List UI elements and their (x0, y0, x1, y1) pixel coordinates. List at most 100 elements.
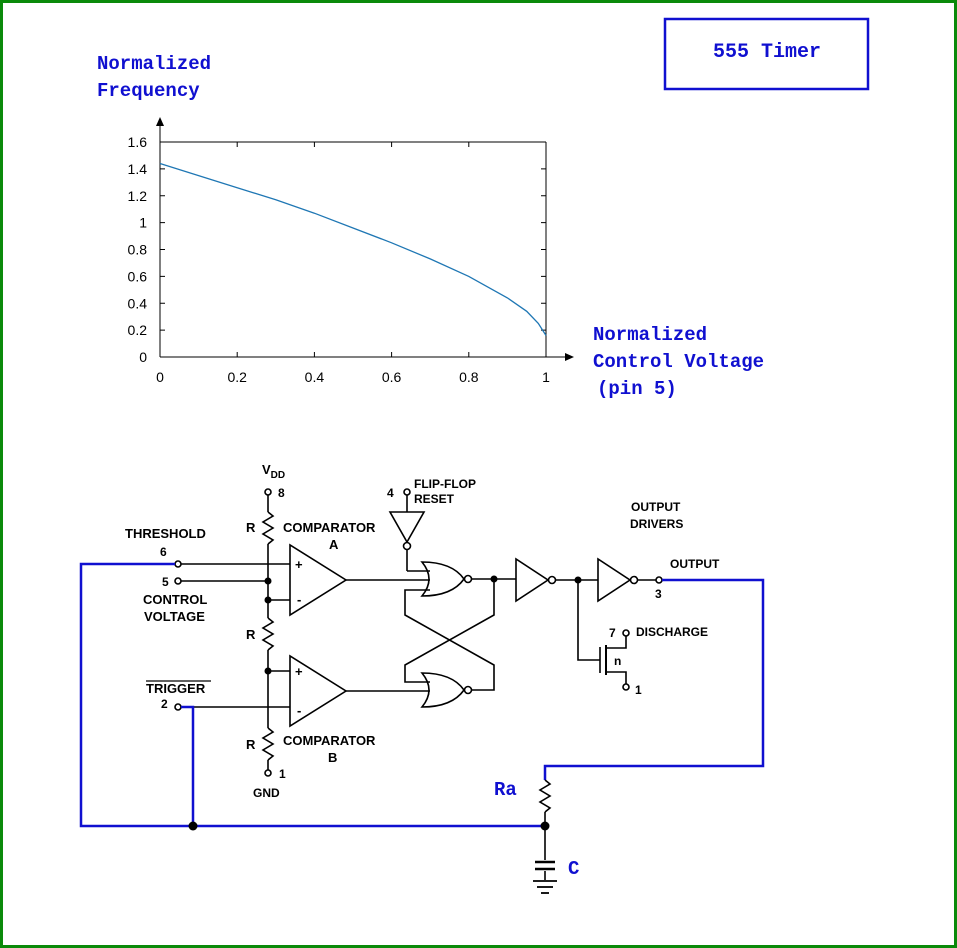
control-label-line-2: VOLTAGE (144, 609, 205, 624)
external-rc-network: Ra C (79, 562, 765, 894)
nor-gate-top-bubble (463, 574, 473, 584)
c-label: C (568, 858, 579, 880)
pin-1-gnd-terminal (264, 769, 272, 777)
pin-2-number: 2 (161, 697, 168, 711)
pin-6-terminal (174, 560, 182, 568)
comp-a-plus: + (295, 557, 303, 572)
resistor-r-bottom-label: R (246, 737, 256, 752)
comp-b-plus: + (295, 664, 303, 679)
x-axis-label-line-3: (pin 5) (597, 378, 677, 400)
y-tick-label: 1.4 (128, 161, 148, 177)
pin-7-terminal (622, 629, 630, 637)
pin-6-number: 6 (160, 545, 167, 559)
flipflop-label-line-2: RESET (414, 492, 455, 506)
resistor-r-mid (261, 617, 275, 651)
inverter-ff (515, 557, 550, 603)
title-box (663, 17, 870, 91)
ff-cross-wire-1 (404, 579, 495, 683)
gnd-label: GND (253, 786, 280, 800)
chart-tick-labels: 0 0.2 0.4 0.6 0.8 1 1.2 1.4 1.6 0 0.2 0.4 0.6 0.8 1 (128, 134, 551, 385)
nor-gate-bottom (420, 672, 465, 708)
discharge-label: DISCHARGE (636, 625, 708, 639)
comparator-b-label-line-2: B (328, 750, 337, 765)
control-label-line-1: CONTROL (143, 592, 207, 607)
comp-b-minus: - (297, 703, 301, 718)
title-text: 555 Timer (713, 41, 821, 64)
output-driver (597, 557, 632, 603)
comp-a-minus: - (297, 592, 301, 607)
x-axis-label-line-1: Normalized (593, 324, 707, 346)
vdd-label: VDD (262, 462, 285, 481)
comparator-a-label-line-1: COMPARATOR (283, 520, 376, 535)
comparator-b-label-line-1: COMPARATOR (283, 733, 376, 748)
nmos-source-wire (606, 671, 627, 684)
y-tick-label: 0 (139, 349, 147, 365)
x-tick-label: 0.8 (459, 369, 479, 385)
inverter-ff-bubble (547, 575, 557, 585)
y-tick-label: 1.6 (128, 134, 148, 150)
resistor-r-top (261, 511, 275, 545)
pin-5-number: 5 (162, 575, 169, 589)
nmos-drain-wire (606, 636, 627, 649)
nmos-type-label: n (614, 654, 621, 668)
x-tick-label: 0.6 (382, 369, 402, 385)
x-tick-label: 0.2 (227, 369, 247, 385)
resistor-r-top-label: R (246, 520, 256, 535)
pin-3-number: 3 (655, 587, 662, 601)
nmos-gate-wire (577, 580, 600, 661)
pin-1-discharge-terminal (622, 683, 630, 691)
trigger-feedback-wire (181, 705, 195, 826)
comparator-b (289, 654, 348, 728)
drivers-label-line-1: OUTPUT (631, 500, 681, 514)
pin-7-number: 7 (609, 626, 616, 640)
y-axis-label-line-1: Normalized (97, 53, 211, 75)
x-axis-arrow (565, 353, 574, 361)
flipflop-label-line-1: FLIP-FLOP (414, 477, 476, 491)
ra-label: Ra (494, 779, 517, 801)
output-driver-bubble (629, 575, 639, 585)
pin-3-terminal (655, 576, 663, 584)
pin-1-gnd-number: 1 (279, 767, 286, 781)
output-label: OUTPUT (670, 557, 720, 571)
x-tick-label: 0.4 (305, 369, 325, 385)
frequency-chart: Normalized Frequency Normalized Control … (97, 53, 764, 400)
junction-trigger-threshold (188, 821, 198, 831)
pin-8-number: 8 (278, 486, 285, 500)
comparator-a (289, 543, 348, 617)
y-tick-label: 1.2 (128, 188, 148, 204)
y-tick-label: 0.2 (128, 322, 148, 338)
y-axis-label-line-2: Frequency (97, 80, 200, 102)
y-tick-label: 0.8 (128, 242, 148, 258)
reset-inverter (388, 511, 426, 544)
pin-5-terminal (174, 577, 182, 585)
y-tick-label: 0.4 (128, 295, 148, 311)
series-line-normalized-frequency (159, 162, 547, 336)
schematic-555: VDD 8 R R R 1 GND THRESHOLD 6 5 CONTROL … (125, 462, 720, 800)
y-tick-label: 1 (139, 215, 147, 231)
threshold-feedback-wire (79, 562, 545, 828)
pin-1-discharge-number: 1 (635, 683, 642, 697)
output-to-ra-wire (543, 578, 765, 780)
nor-gate-top (420, 561, 465, 597)
y-axis-arrow (156, 117, 164, 126)
trigger-label: TRIGGER (146, 681, 206, 696)
ff-cross-wire-2 (404, 589, 495, 691)
resistor-r-bottom (261, 727, 275, 761)
resistor-ra (538, 779, 552, 813)
drivers-label-line-2: DRIVERS (630, 517, 683, 531)
resistor-r-mid-label: R (246, 627, 256, 642)
x-tick-label: 0 (156, 369, 164, 385)
nor-gate-bottom-bubble (463, 685, 473, 695)
comparator-a-label-line-2: A (329, 537, 339, 552)
pin-4-terminal (403, 488, 411, 496)
pin-2-terminal (174, 703, 182, 711)
threshold-label: THRESHOLD (125, 526, 206, 541)
reset-inverter-bubble (402, 541, 412, 551)
x-axis-label-line-2: Control Voltage (593, 351, 764, 373)
y-tick-label: 0.6 (128, 268, 148, 284)
pin-4-number: 4 (387, 486, 394, 500)
x-tick-label: 1 (542, 369, 550, 385)
